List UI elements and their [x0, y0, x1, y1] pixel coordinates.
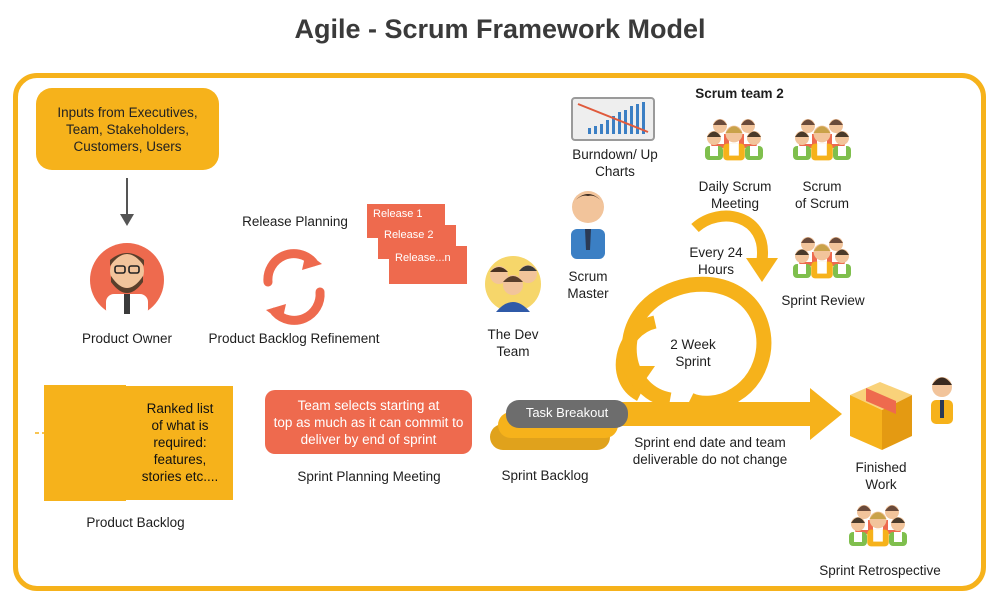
finished-work-label: Finished Work — [855, 460, 907, 492]
ranked-list-box — [45, 386, 233, 500]
sprint-end-label: Sprint end date and team deliverable do … — [632, 435, 788, 467]
release-planning-label: Release Planning — [242, 214, 348, 229]
team-selects-box: Team selects starting at top as much as … — [265, 390, 472, 454]
daily-scrum-team-icon — [705, 119, 763, 161]
finished-work-person-icon — [931, 377, 953, 424]
dev-team-icon — [485, 256, 541, 312]
main-flow-arrow — [600, 388, 842, 440]
sprint-retrospective-team-icon — [849, 505, 907, 547]
sprint-retrospective-label: Sprint Retrospective — [819, 563, 941, 578]
sprint-backlog-label: Sprint Backlog — [501, 468, 589, 483]
backlog-refinement-label: Product Backlog Refinement — [208, 331, 380, 346]
sprint-loop-arrow — [615, 210, 778, 411]
scrum-of-scrum-label: Scrum of Scrum — [794, 179, 849, 211]
ranked-list-text: Ranked list of what is required: feature… — [141, 401, 219, 484]
sprint-review-team-icon — [793, 237, 851, 279]
product-owner-icon — [90, 243, 164, 317]
scrum-master-label: Scrum Master — [567, 269, 609, 301]
scrum-team-2-label: Scrum team 2 — [695, 86, 784, 101]
page-title: Agile - Scrum Framework Model — [294, 14, 706, 44]
product-owner-label: Product Owner — [81, 331, 173, 346]
every-24-hours-label: Every 24 Hours — [689, 245, 743, 277]
scrum-of-scrum-team-icon — [793, 119, 851, 161]
sprint-backlog-stack — [490, 400, 628, 450]
scrum-master-icon — [571, 191, 605, 259]
dev-team-label: The Dev Team — [487, 327, 539, 359]
finished-work-box-icon — [850, 382, 912, 450]
inputs-box: Inputs from Executives, Team, Stakeholde… — [36, 88, 219, 170]
sprint-review-label: Sprint Review — [781, 293, 865, 308]
product-backlog-label: Product Backlog — [86, 515, 185, 530]
sprint-planning-label: Sprint Planning Meeting — [297, 469, 441, 484]
task-breakout-label: Task Breakout — [525, 405, 609, 420]
framework-frame — [13, 73, 986, 591]
daily-scrum-label: Daily Scrum Meeting — [698, 179, 772, 211]
release-card-n: Release...n — [389, 246, 467, 284]
refinement-cycle-icon — [263, 249, 325, 325]
two-week-sprint-label: 2 Week Sprint — [670, 337, 716, 369]
burndown-label: Burndown/ Up Charts — [572, 147, 658, 179]
inputs-to-owner-arrow — [120, 178, 134, 226]
burndown-chart-icon — [571, 97, 655, 141]
